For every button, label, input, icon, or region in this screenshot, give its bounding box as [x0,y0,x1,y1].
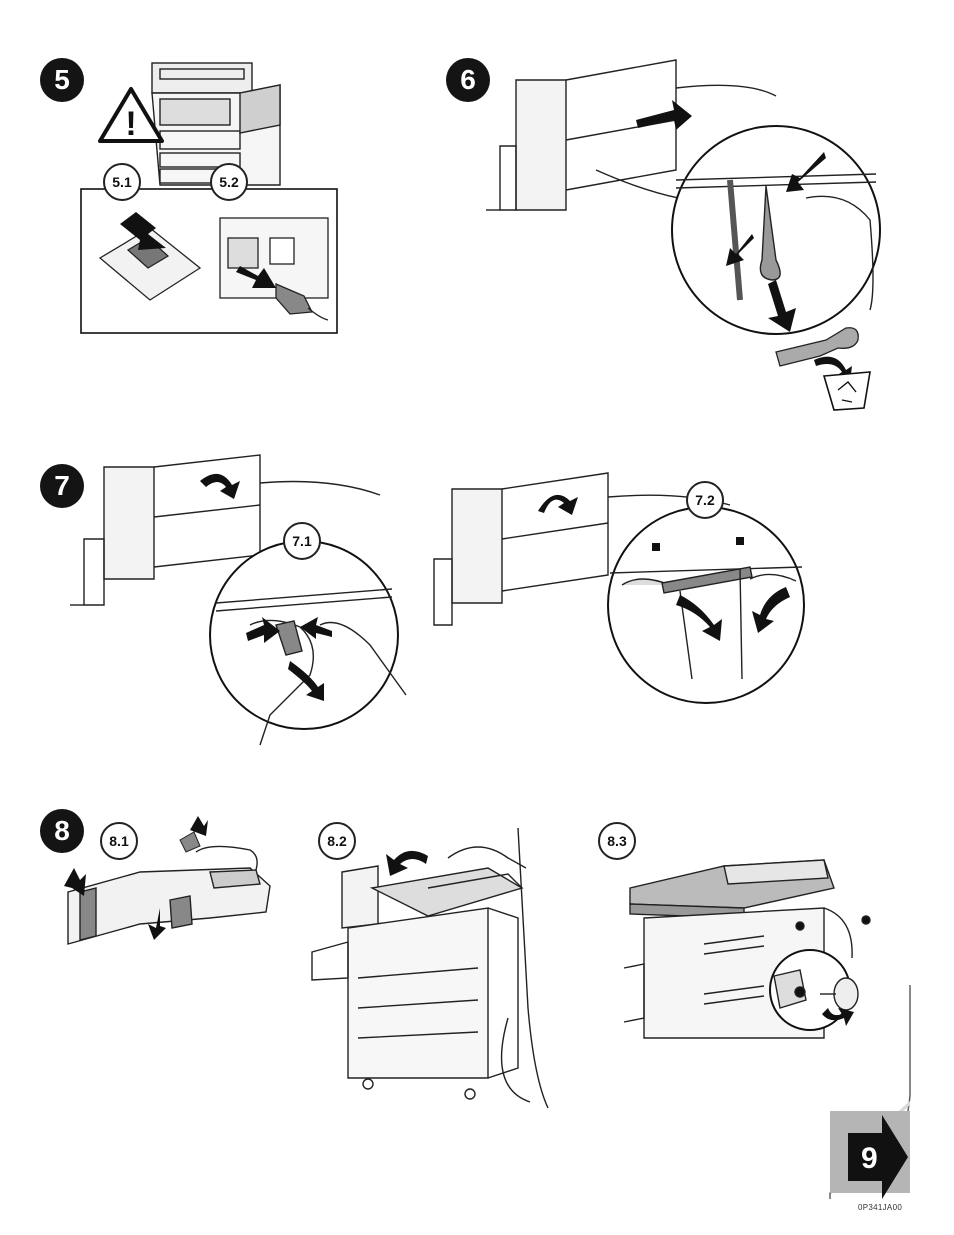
step-5-2-badge: 5.2 [210,163,248,201]
step-7-2-label: 7.2 [695,492,714,508]
step-5-1-label: 5.1 [112,174,131,190]
step-7-1-label: 7.1 [292,533,311,549]
step-6-illustration [486,50,896,420]
next-step-number: 9 [861,1142,878,1176]
figure-code: 0P341JA00 [858,1203,902,1212]
step-7-1-badge: 7.1 [283,522,321,560]
step-8-2-illustration [308,828,568,1118]
step-8-1-illustration [60,812,280,952]
step-5-2-label: 5.2 [219,174,238,190]
step-8-3-label: 8.3 [607,833,626,849]
warning-triangle-icon: ! [96,85,166,145]
step-5-inset-frame [80,188,338,334]
warning-glyph: ! [125,105,136,143]
step-7-2-illustration [430,455,820,695]
step-7-1-illustration [70,455,415,755]
step-5-badge: 5 [40,58,84,102]
recycle-bin-icon [824,372,870,410]
step-7-number: 7 [54,470,70,502]
step-6-badge: 6 [446,58,490,102]
step-7-2-badge: 7.2 [686,481,724,519]
step-5-1-badge: 5.1 [103,163,141,201]
step-6-number: 6 [460,64,476,96]
step-5-number: 5 [54,64,70,96]
